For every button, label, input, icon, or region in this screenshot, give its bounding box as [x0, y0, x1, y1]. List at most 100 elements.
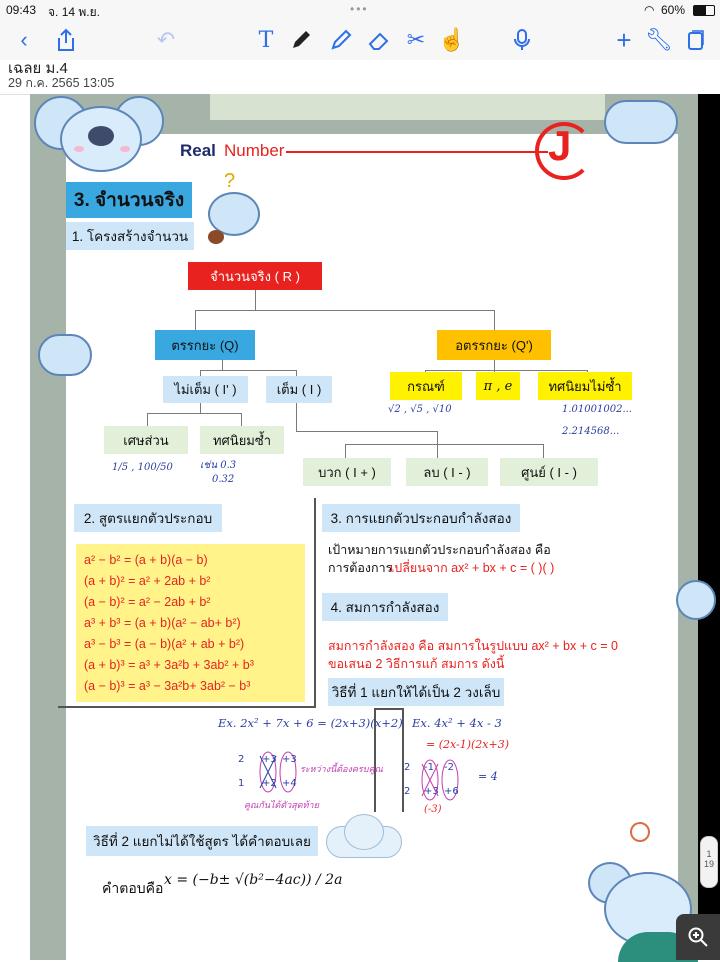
node-pi-e: π , e [476, 372, 520, 400]
status-bar: 09:43 จ. 14 พ.ย. ••• ◠ 60% [0, 0, 720, 20]
pages-icon[interactable] [682, 26, 710, 54]
tree-line [200, 370, 201, 376]
tree-line [195, 310, 495, 311]
zoom-in-icon [688, 927, 708, 947]
brand-logo-letter: J [548, 122, 572, 169]
back-icon[interactable]: ‹ [20, 27, 28, 52]
svg-text:2: 2 [404, 786, 410, 797]
zoom-button[interactable] [676, 914, 720, 960]
cross-note-2: คูณกันได้ตัวสุดท้าย [244, 801, 319, 811]
koala-sticker-right [676, 580, 716, 620]
koala-sticker-top-right [600, 96, 680, 146]
page-scroller[interactable]: 1 19 [700, 836, 718, 888]
toolbar: ‹ ↶ T ✂ ☝ + 🔧︎ [0, 20, 720, 61]
method-2-title: วิธีที่ 2 แยกไม่ได้ใช้สูตร ได้คำตอบเลย [86, 826, 318, 856]
tree-line [296, 431, 438, 432]
method-1-title: วิธีที่ 1 แยกให้ได้เป็น 2 วงเล็บ [328, 678, 504, 706]
section-quadratic-factoring-title: 3. การแยกตัวประกอบกำลังสอง [322, 504, 520, 532]
highlighter-icon[interactable] [327, 26, 355, 54]
page-right-edge [698, 94, 720, 960]
multitask-dots-icon[interactable]: ••• [350, 2, 369, 16]
page-current: 1 [706, 849, 712, 859]
handnote-repeating-1: เช่น 0.3̇ [200, 460, 237, 471]
cross-sum: = 4 [478, 770, 498, 783]
tree-line [200, 370, 296, 371]
share-icon[interactable] [52, 26, 80, 54]
tree-line [494, 360, 495, 370]
formula-difference-of-cubes: a³ − b³ = (a − b)(a² + ab + b²) [84, 637, 245, 651]
add-page-icon[interactable]: + [616, 24, 632, 55]
quadratic-definition: สมการกำลังสอง คือ สมการในรูปแบบ ax² + bx… [328, 639, 618, 653]
tree-line [345, 444, 346, 458]
document-title[interactable]: เฉลย ม.4 [8, 60, 68, 77]
page-top-strip [210, 94, 605, 120]
svg-text:+3: +3 [262, 754, 277, 765]
settings-wrench-icon[interactable]: 🔧︎ [645, 27, 673, 52]
method-1-connector [374, 708, 404, 812]
handnote-repeating-2: 0.32̇ [212, 474, 235, 485]
tree-line [255, 290, 256, 310]
formula-difference-of-squares: a² − b² = (a + b)(a − b) [84, 553, 208, 567]
text-tool-icon[interactable]: T [258, 27, 274, 53]
svg-text:+3: +3 [424, 786, 439, 797]
svg-text:2: 2 [404, 762, 410, 773]
tree-line [543, 444, 544, 458]
tree-line [345, 444, 543, 445]
quadratic-formula: x = (−b± √(b²−4ac)) / 2a [164, 872, 343, 888]
tree-line [241, 413, 242, 426]
tree-line [296, 403, 297, 431]
pen-tool-icon[interactable] [287, 26, 315, 54]
cross-method-sketch-1: 2 1 +3 +2 +3 +4 [236, 748, 306, 798]
question-mark-icon: ? [224, 170, 236, 192]
tree-line [222, 360, 223, 370]
cross-method-sketch-2: 2 2 -1 +3 -2 +6 [402, 756, 474, 806]
section-quadratic-equation-title: 4. สมการกำลังสอง [322, 593, 448, 621]
node-root: กรณฑ์ [390, 372, 462, 400]
header-real-label: Real [180, 141, 216, 160]
tree-line [195, 310, 196, 330]
lasso-scissors-icon[interactable]: ✂ [406, 27, 426, 52]
svg-text:+2: +2 [262, 778, 277, 789]
cross-note-1: ระหว่างนี้ต้องครบคูณ [300, 765, 383, 775]
formula-square-of-sum: (a + b)² = a² + 2ab + b² [84, 574, 211, 588]
svg-text:2: 2 [238, 754, 244, 765]
node-fraction: เศษส่วน [104, 426, 188, 454]
wifi-icon: ◠ [644, 3, 655, 17]
microphone-icon[interactable] [508, 26, 536, 54]
example-2: Ex. 4x² + 4x - 3 [412, 716, 502, 730]
node-non-integer: ไม่เต็ม ( I' ) [163, 376, 248, 403]
header-rule [286, 151, 548, 153]
section-title-real-numbers: 3. จำนวนจริง [66, 182, 192, 218]
answer-label: คำตอบคือ [102, 880, 164, 896]
battery-level: 60% [661, 3, 686, 17]
quadratic-goal-prefix: การต้องการ [328, 561, 393, 575]
cloud-sticker [326, 812, 402, 858]
koala-sticker-left [38, 334, 92, 376]
node-negative-integer: ลบ ( I - ) [406, 458, 488, 486]
document-timestamp: 29 ก.ค. 2565 13:05 [8, 76, 115, 90]
section-factor-formulas-title: 2. สูตรแยกตัวประกอบ [74, 504, 222, 532]
node-non-repeating-decimal: ทศนิยมไม่ซ้ำ [538, 372, 632, 400]
quadratic-goal-red: เปลี่ยนจาก ax² + bx + c = ( )( ) [390, 561, 555, 575]
cross-neg3: (-3) [424, 804, 442, 815]
tree-line [147, 413, 148, 426]
svg-text:1: 1 [238, 778, 244, 789]
divider-vertical [314, 498, 316, 708]
header-number-label: Number [224, 141, 285, 160]
tree-line [494, 310, 495, 330]
shapes-hand-icon[interactable]: ☝ [438, 27, 466, 52]
quadratic-goal-line1: เป้าหมายการแยกตัวประกอบกำลังสอง คือ [328, 543, 551, 557]
tree-line [437, 431, 438, 444]
handnote-decimals-1: 1.01001002... [562, 404, 632, 415]
svg-text:+6: +6 [444, 786, 459, 797]
sun-sticker [624, 816, 654, 846]
formula-square-of-difference: (a − b)² = a² − 2ab + b² [84, 595, 211, 609]
handnote-roots: √2 , √5 , √10 [388, 404, 452, 415]
brand-logo-icon [535, 122, 593, 180]
undo-icon[interactable]: ↶ [156, 27, 176, 52]
eraser-icon[interactable] [365, 26, 393, 54]
node-positive-integer: บวก ( I + ) [303, 458, 391, 486]
node-zero: ศูนย์ ( I - ) [500, 458, 598, 486]
node-integer: เต็ม ( I ) [266, 376, 332, 403]
node-rational: ตรรกยะ (Q) [155, 330, 255, 360]
